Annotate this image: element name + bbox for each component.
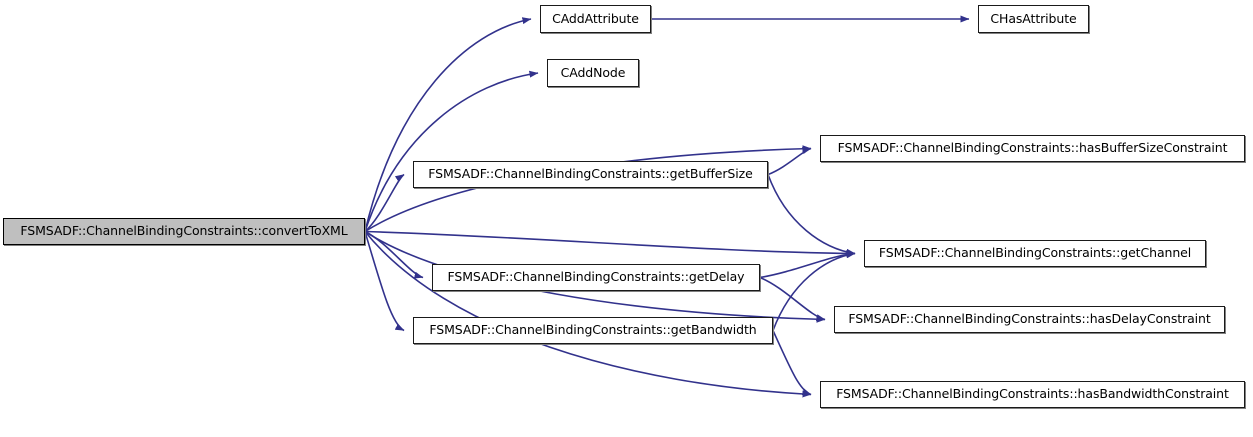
graph-node-label: FSMSADF::ChannelBindingConstraints::getB…	[428, 166, 753, 182]
graph-edge-convertToXML-to-getDelay	[364, 230, 424, 279]
graph-edge-convertToXML-to-CAddAttribute	[364, 17, 532, 232]
graph-node-label: FSMSADF::ChannelBindingConstraints::getB…	[429, 322, 757, 338]
graph-node-label: CAddAttribute	[552, 10, 639, 26]
graph-node-label: FSMSADF::ChannelBindingConstraints::hasD…	[848, 311, 1211, 327]
graph-edge-convertToXML-to-getChannel	[364, 230, 856, 257]
graph-edge-convertToXML-to-CAddNode	[364, 70, 539, 232]
graph-node-CAddNode[interactable]: CAddNode	[547, 59, 639, 87]
graph-node-label: FSMSADF::ChannelBindingConstraints::getD…	[447, 269, 745, 285]
graph-node-label: FSMSADF::ChannelBindingConstraints::getC…	[878, 245, 1192, 261]
graph-edge-convertToXML-to-getBufferSize	[364, 173, 405, 233]
graph-edge-getBandwidth-to-hasBandwidthConstraint	[772, 330, 812, 396]
graph-node-hasDelayConstraint[interactable]: FSMSADF::ChannelBindingConstraints::hasD…	[834, 306, 1225, 333]
graph-node-CHasAttribute[interactable]: CHasAttribute	[978, 5, 1089, 33]
graph-node-label: FSMSADF::ChannelBindingConstraints::hasB…	[837, 140, 1228, 156]
graph-edge-getBufferSize-to-getChannel	[767, 174, 856, 256]
graph-edge-convertToXML-to-hasBandwidthConstraint	[364, 230, 812, 398]
graph-edge-getBufferSize-to-hasBufferSizeConstraint	[767, 147, 812, 176]
graph-node-label: CHasAttribute	[990, 10, 1077, 26]
graph-node-hasBandwidthConstraint[interactable]: FSMSADF::ChannelBindingConstraints::hasB…	[820, 381, 1245, 408]
graph-node-CAddAttribute[interactable]: CAddAttribute	[540, 5, 651, 33]
graph-edge-convertToXML-to-getBandwidth	[364, 231, 405, 332]
graph-node-getBandwidth[interactable]: FSMSADF::ChannelBindingConstraints::getB…	[413, 317, 773, 344]
graph-edge-getDelay-to-getChannel	[759, 250, 856, 279]
graph-node-getDelay[interactable]: FSMSADF::ChannelBindingConstraints::getD…	[432, 264, 760, 291]
graph-node-label: CAddNode	[560, 64, 626, 80]
graph-node-getBufferSize[interactable]: FSMSADF::ChannelBindingConstraints::getB…	[413, 161, 768, 188]
graph-node-label: FSMSADF::ChannelBindingConstraints::conv…	[20, 223, 348, 239]
graph-node-getChannel[interactable]: FSMSADF::ChannelBindingConstraints::getC…	[864, 240, 1206, 267]
graph-node-label: FSMSADF::ChannelBindingConstraints::hasB…	[836, 386, 1229, 402]
graph-edge-getDelay-to-hasDelayConstraint	[759, 276, 826, 322]
graph-node-hasBufferSizeConstraint[interactable]: FSMSADF::ChannelBindingConstraints::hasB…	[820, 135, 1245, 162]
graph-node-convertToXML[interactable]: FSMSADF::ChannelBindingConstraints::conv…	[3, 218, 365, 245]
